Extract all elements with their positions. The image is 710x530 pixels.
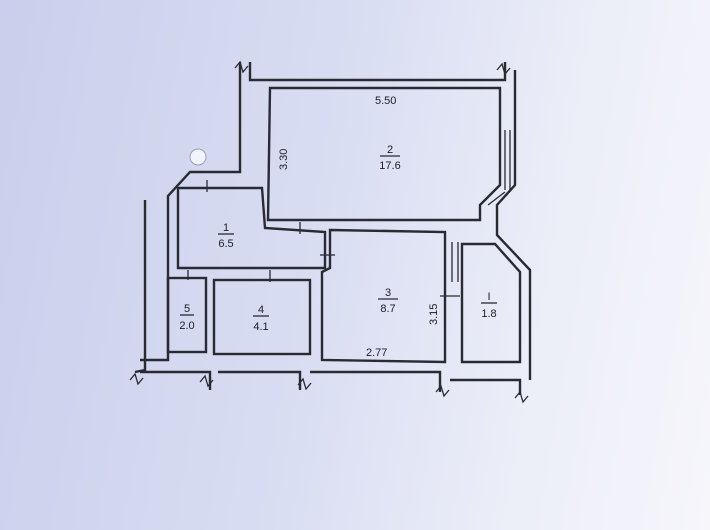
room-2-outline	[266, 86, 502, 222]
room-I-area: 1.8	[481, 308, 496, 320]
room-5-id: 5	[184, 303, 190, 315]
bottom-wall	[140, 370, 522, 395]
room-3-id: 3	[385, 287, 391, 299]
room-1-outline	[176, 186, 327, 270]
pin-mark	[189, 148, 207, 166]
room-3-outline	[320, 228, 447, 364]
outer-walls	[134, 62, 532, 380]
room-4-outline	[212, 278, 312, 356]
room-5-area: 2.0	[179, 320, 194, 332]
window-marks-3	[440, 242, 460, 297]
bay-window	[487, 130, 511, 206]
dim-room2-depth: 3.30	[278, 149, 290, 170]
dim-room2-width: 5.50	[375, 95, 396, 107]
room-4-area: 4.1	[253, 321, 268, 333]
dim-room3-depth: 3.15	[428, 304, 440, 325]
room-I-id: I	[487, 291, 490, 303]
room-I-outline	[460, 242, 522, 364]
room-5-outline	[166, 276, 208, 354]
room-1-id: 1	[223, 222, 229, 234]
room-2-area: 17.6	[379, 160, 400, 172]
dim-room3-width: 2.77	[366, 347, 387, 359]
room-2-id: 2	[387, 144, 393, 156]
room-3-area: 8.7	[380, 303, 395, 315]
room-4-id: 4	[258, 304, 264, 316]
break-marks	[129, 60, 529, 404]
room-1-area: 6.5	[218, 238, 233, 250]
